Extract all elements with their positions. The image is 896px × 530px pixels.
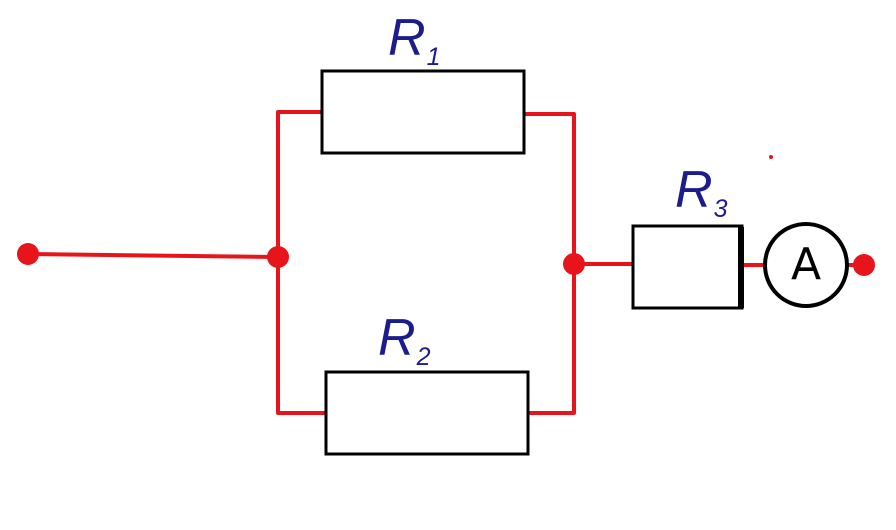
r3-letter: R — [675, 161, 713, 219]
input-terminal — [17, 243, 39, 265]
r3-index: 3 — [713, 195, 728, 223]
resistor-r1 — [320, 69, 526, 155]
r3-label: R3 — [675, 161, 727, 222]
r2-index: 2 — [416, 343, 431, 371]
right-junction — [563, 253, 585, 275]
nodes — [17, 155, 875, 276]
output-terminal — [853, 254, 875, 276]
resistors — [320, 69, 744, 456]
r1-label: R1 — [388, 9, 440, 70]
r2-label: R2 — [378, 309, 430, 370]
resistor-r3 — [631, 224, 744, 310]
resistor-r2 — [324, 370, 530, 456]
ammeter-icon — [763, 222, 849, 308]
stray-dot — [769, 155, 773, 159]
r2-letter: R — [378, 309, 416, 367]
r1-letter: R — [388, 9, 426, 67]
left-junction — [267, 246, 289, 268]
input-wire — [26, 252, 280, 259]
r1-index: 1 — [426, 43, 441, 71]
ammeter-symbol: A — [791, 239, 822, 290]
